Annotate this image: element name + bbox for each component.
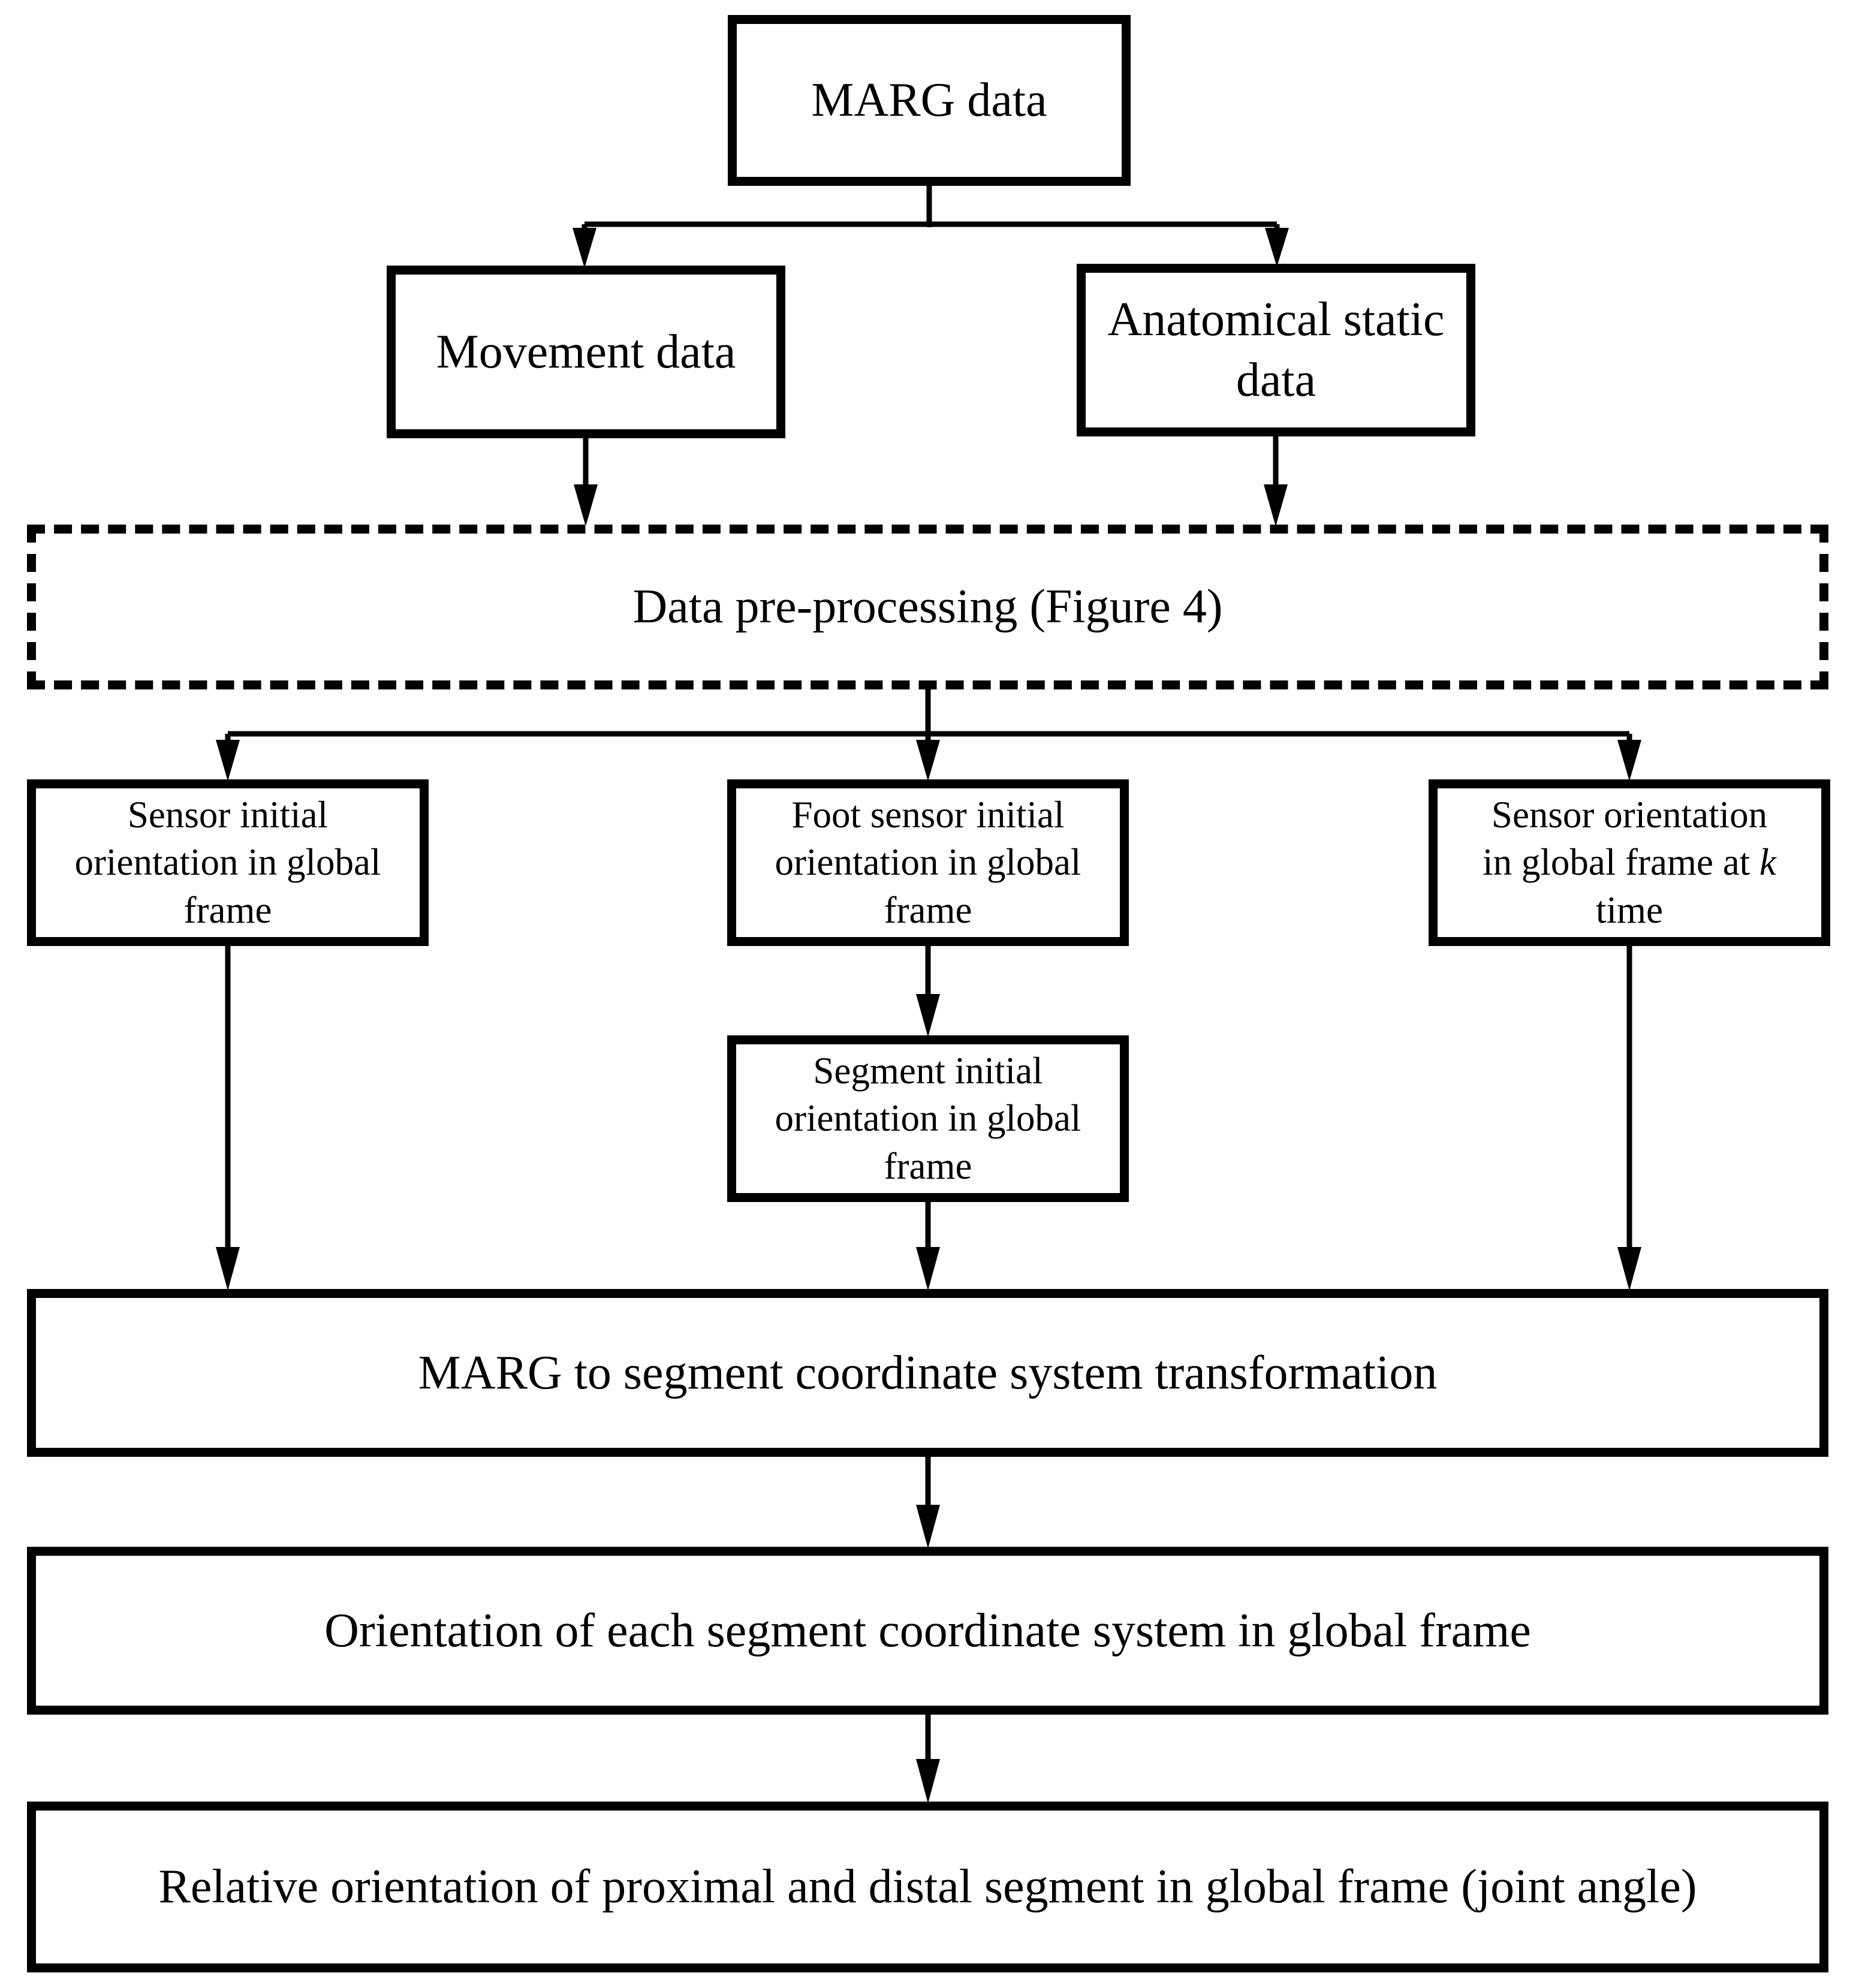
node-label: MARG data: [811, 74, 1047, 127]
node-label: Foot sensor initial orientation in globa…: [775, 793, 1081, 931]
arrow-sensork-to-transformation: [1617, 945, 1641, 1291]
node-orientation-each-segment: Orientation of each segment coordinate s…: [27, 1547, 1828, 1715]
node-label: Sensor orientation in global frame at k …: [1483, 791, 1776, 934]
node-marg-data: MARG data: [728, 15, 1131, 186]
node-label: Data pre-processing (Figure 4): [632, 580, 1223, 634]
arrow-marg-split: [573, 185, 1289, 268]
arrow-sensorinit-to-transformation: [216, 945, 240, 1291]
node-segment-initial-orientation: Segment initial orientation in global fr…: [727, 1035, 1129, 1202]
node-label: Movement data: [436, 325, 736, 378]
node-label: Relative orientation of proximal and dis…: [158, 1860, 1697, 1914]
arrow-preprocessing-split: [216, 688, 1641, 781]
arrow-foot-to-segment: [916, 945, 940, 1037]
node-relative-orientation-joint-angle: Relative orientation of proximal and dis…: [27, 1802, 1828, 1972]
arrow-movement-to-preprocessing: [574, 437, 598, 526]
node-label-prefix: Sensor orientation in global frame at: [1483, 793, 1768, 884]
node-movement-data: Movement data: [387, 266, 785, 438]
node-sensor-orientation-at-k-time: Sensor orientation in global frame at k …: [1429, 779, 1830, 946]
node-label: Orientation of each segment coordinate s…: [324, 1604, 1531, 1657]
node-label: Segment initial orientation in global fr…: [775, 1049, 1081, 1187]
node-marg-to-segment-transformation: MARG to segment coordinate system transf…: [27, 1289, 1828, 1457]
node-foot-sensor-initial-orientation: Foot sensor initial orientation in globa…: [727, 779, 1129, 946]
arrow-transformation-to-orientation: [916, 1456, 940, 1549]
arrow-orientation-to-relative: [916, 1713, 940, 1803]
node-label-k-variable: k: [1759, 841, 1776, 884]
node-anatomical-static-data: Anatomical static data: [1077, 264, 1475, 436]
node-data-preprocessing: Data pre-processing (Figure 4): [27, 525, 1828, 689]
node-label: Sensor initial orientation in global fra…: [74, 793, 381, 931]
node-label-suffix: time: [1596, 888, 1663, 931]
node-sensor-initial-orientation: Sensor initial orientation in global fra…: [27, 779, 429, 946]
node-label: MARG to segment coordinate system transf…: [418, 1346, 1438, 1399]
node-label: Anatomical static data: [1107, 293, 1445, 406]
arrow-anatomical-to-preprocessing: [1264, 435, 1288, 526]
arrow-segment-to-transformation: [916, 1201, 940, 1291]
